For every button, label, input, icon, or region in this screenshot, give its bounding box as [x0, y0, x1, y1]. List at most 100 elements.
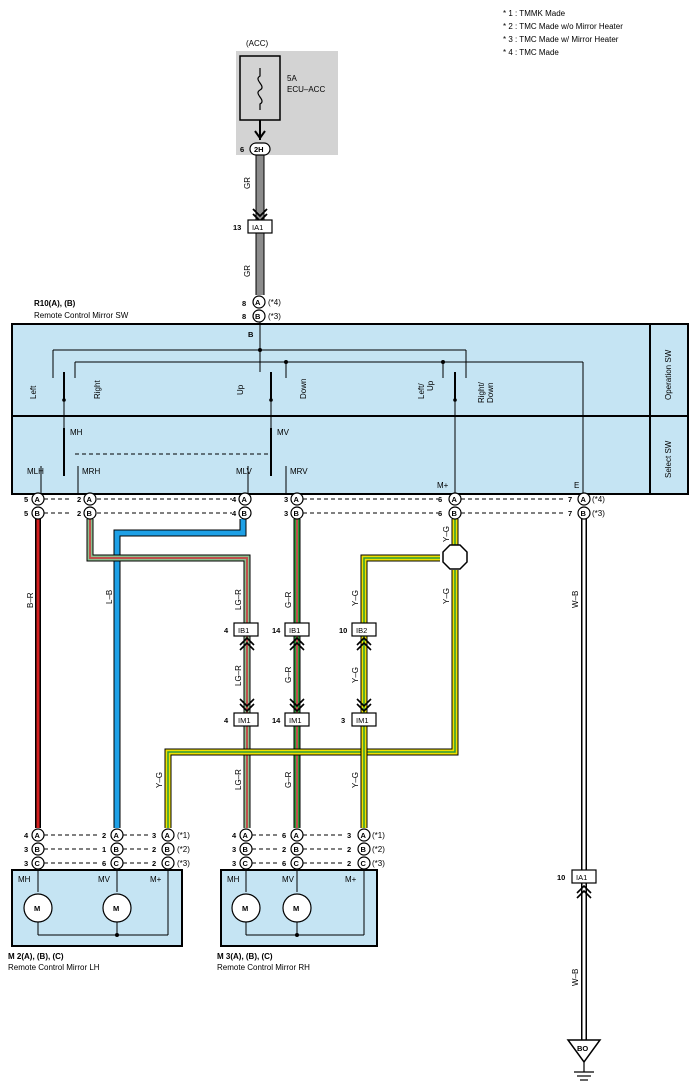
pin-letter: A — [114, 831, 120, 840]
svg-text:6: 6 — [282, 859, 286, 868]
svg-text:L–B: L–B — [105, 590, 114, 604]
svg-text:3: 3 — [232, 859, 236, 868]
svg-text:IB1: IB1 — [238, 626, 249, 635]
pin-circle — [448, 492, 462, 506]
pin-letter: A — [581, 495, 587, 504]
pin-circle — [110, 828, 124, 842]
pin-letter: B — [35, 845, 41, 854]
op-label-down: Down — [299, 379, 308, 399]
switch-name: Remote Control Mirror SW — [34, 311, 129, 320]
svg-text:LG–R: LG–R — [234, 665, 243, 686]
mrh-label: MRH — [82, 467, 100, 476]
pin-circle — [448, 506, 462, 520]
svg-text:M: M — [242, 904, 248, 913]
svg-text:6: 6 — [102, 859, 106, 868]
svg-text:7: 7 — [568, 495, 572, 504]
svg-text:Y–G: Y–G — [442, 526, 451, 542]
pin-circle — [31, 492, 45, 506]
svg-text:2: 2 — [77, 495, 81, 504]
switch-header: R10(A), (B) Remote Control Mirror SW 8 A… — [34, 295, 281, 323]
gr-label-lower: GR — [243, 265, 252, 277]
pin-circle — [238, 506, 252, 520]
ground-terminal — [566, 1039, 602, 1064]
svg-text:IM1: IM1 — [238, 716, 251, 725]
ground-path: 10 IA1 BO — [557, 869, 602, 1081]
ia1-top-pin: 13 — [233, 223, 241, 232]
svg-text:G–R: G–R — [284, 771, 293, 788]
svg-text:3: 3 — [284, 509, 288, 518]
svg-text:IM1: IM1 — [289, 716, 302, 725]
svg-text:2: 2 — [102, 831, 106, 840]
svg-text:4: 4 — [224, 626, 229, 635]
op-label-up: Up — [236, 384, 245, 395]
svg-text:LG–R: LG–R — [234, 769, 243, 790]
svg-text:Y–G: Y–G — [351, 590, 360, 606]
wire-harness — [35, 519, 587, 1040]
svg-text:IB1: IB1 — [289, 626, 300, 635]
svg-text:3: 3 — [24, 845, 28, 854]
svg-text:LG–R: LG–R — [234, 589, 243, 610]
svg-text:(*2): (*2) — [372, 845, 385, 854]
pin-letter: B — [294, 509, 300, 518]
mplus-label: M+ — [437, 481, 449, 490]
pin-letter: B — [581, 509, 587, 518]
switch-entry-pin-b: 8 — [242, 312, 246, 321]
pin-letter: C — [165, 859, 171, 868]
switch-entry-note-b: (*3) — [268, 312, 281, 321]
pin-circle — [31, 506, 45, 520]
svg-text:IB2: IB2 — [356, 626, 367, 635]
pin-circle — [290, 828, 304, 842]
select-sw-label: Select SW — [664, 440, 673, 478]
svg-text:(*3): (*3) — [592, 509, 605, 518]
mrv-label: MRV — [290, 467, 308, 476]
pin-letter: B — [35, 509, 41, 518]
mirror-rh-pins: 4 6 3 (*1) 3 2 2 (*2) 3 6 2 (*3) — [232, 831, 385, 868]
mirror-lh: MH MV M+ M M M 2(A), (B), (C) Remote Con… — [8, 869, 183, 972]
ia1-top-connector: 13 IA1 — [233, 208, 273, 234]
svg-text:Y–G: Y–G — [155, 772, 164, 788]
pin-letter: C — [35, 859, 41, 868]
svg-text:IM1: IM1 — [356, 716, 369, 725]
mv-label: MV — [277, 428, 290, 437]
pin-circle — [161, 828, 175, 842]
svg-text:7: 7 — [568, 509, 572, 518]
svg-text:M 3(A), (B), (C): M 3(A), (B), (C) — [217, 952, 273, 961]
pin-circle — [357, 856, 371, 870]
svg-text:Remote Control Mirror RH: Remote Control Mirror RH — [217, 963, 310, 972]
gr-label-upper: GR — [243, 177, 252, 189]
pin-letter: C — [294, 859, 300, 868]
fuse-circuit: (ACC) — [246, 39, 269, 48]
note-2: * 2 : TMC Made w/o Mirror Heater — [503, 22, 623, 31]
pin-letter: A — [243, 831, 249, 840]
pin-circle — [238, 492, 252, 506]
switch-pins: 5 2 4 3 6 7 (*4) 5 2 4 3 6 7 (*3) — [24, 495, 605, 518]
pin-letter: A — [35, 831, 41, 840]
note-3: * 3 : TMC Made w/ Mirror Heater — [503, 35, 619, 44]
svg-text:(*1): (*1) — [372, 831, 385, 840]
splice-point — [442, 544, 468, 570]
pin-circle — [290, 856, 304, 870]
switch-entry-note-a: (*4) — [268, 298, 281, 307]
switch-entry-letter-a: A — [255, 298, 261, 307]
pin-circle — [31, 828, 45, 842]
svg-text:MV: MV — [98, 875, 111, 884]
pin-letter: A — [35, 495, 41, 504]
pin-letter: C — [243, 859, 249, 868]
svg-text:Y–G: Y–G — [442, 588, 451, 604]
svg-text:(*4): (*4) — [592, 495, 605, 504]
notes: * 1 : TMMK Made * 2 : TMC Made w/o Mirro… — [503, 9, 623, 57]
pin-circle — [161, 856, 175, 870]
svg-text:M+: M+ — [150, 875, 162, 884]
fuse-terminal: 2H — [254, 145, 264, 154]
svg-text:3: 3 — [347, 831, 351, 840]
svg-text:2: 2 — [77, 509, 81, 518]
fuse-pin-number: 6 — [240, 145, 244, 154]
mlv-label: MLV — [236, 467, 253, 476]
pin-letter: B — [165, 845, 171, 854]
svg-text:3: 3 — [232, 845, 236, 854]
pin-circle — [110, 842, 124, 856]
switch-entry-pin-a: 8 — [242, 299, 246, 308]
svg-text:3: 3 — [341, 716, 345, 725]
svg-text:10: 10 — [339, 626, 347, 635]
